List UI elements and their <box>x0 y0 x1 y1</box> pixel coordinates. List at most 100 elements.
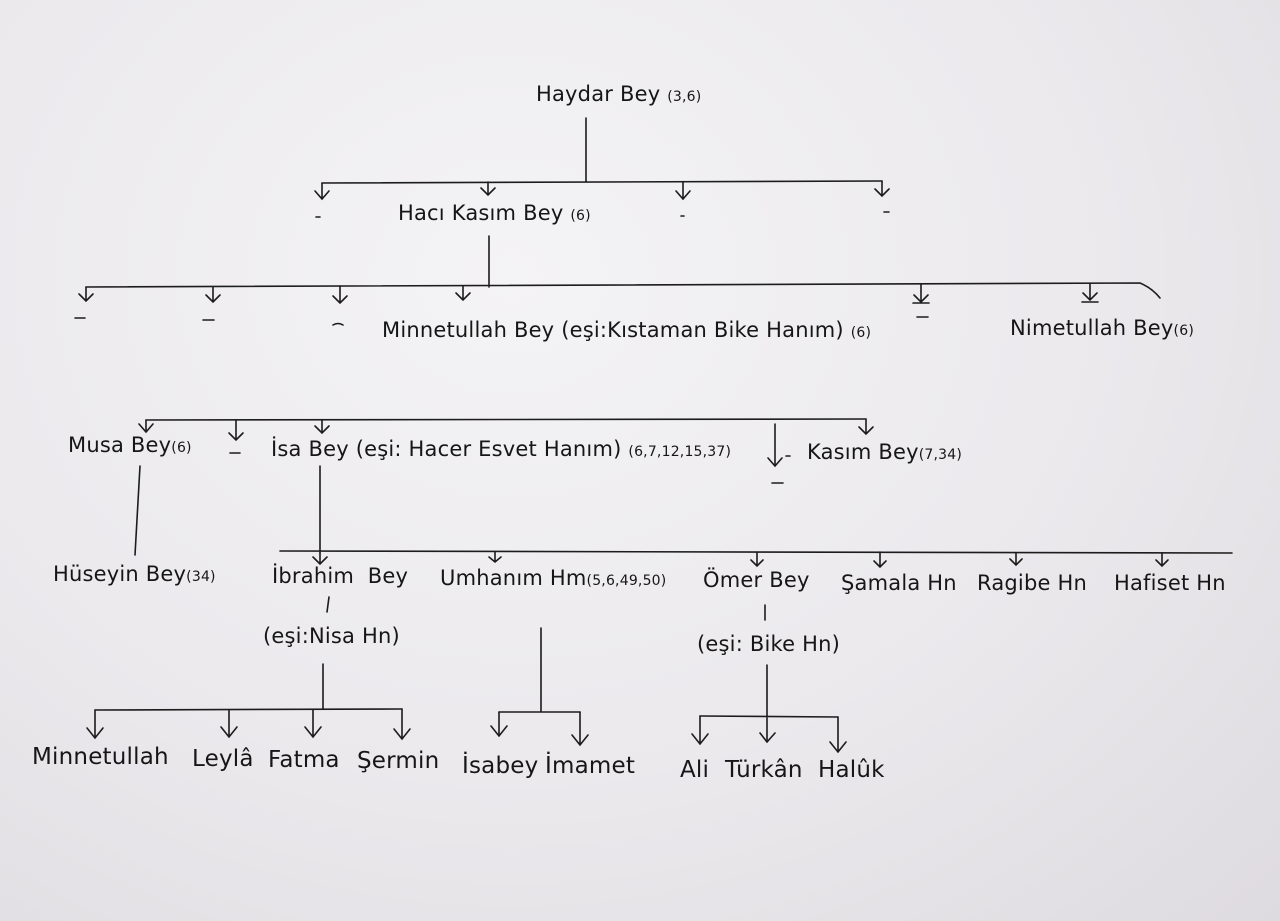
arrow-g4-3 <box>314 419 330 435</box>
connector-umhanim <box>498 627 581 713</box>
arrow-g5-2 <box>488 551 502 564</box>
person-name: İsa Bey (eşi: Hacer Esvet Hanım) <box>271 437 622 461</box>
spouse-nisa-hn: (eşi:Nisa Hn) <box>263 624 400 648</box>
reference-numbers: (6,7,12,15,37) <box>628 444 732 460</box>
arrow-g6-6 <box>571 711 589 747</box>
arrow-g2-2 <box>480 181 496 197</box>
connector-minnetullah <box>145 418 867 421</box>
reference-numbers: (34) <box>186 569 216 585</box>
person-sermin: Şermin <box>357 748 439 774</box>
arrow-g3-3 <box>332 285 348 305</box>
arrow-g5-5 <box>1009 552 1023 567</box>
arrow-g3-1 <box>78 286 94 303</box>
person-ali: Ali <box>680 757 709 783</box>
person-ragibe-hn: Ragibe Hn <box>977 571 1087 595</box>
reference-numbers: (6) <box>1173 323 1194 339</box>
connector-omer <box>699 664 839 741</box>
arrow-g2-3 <box>675 181 691 201</box>
person-kasim-bey: Kasım Bey(7,34) <box>807 440 962 467</box>
arrow-g5-4 <box>873 551 887 569</box>
person-name: Hafiset Hn <box>1114 571 1226 595</box>
person-name: Musa Bey <box>68 433 172 457</box>
person-haci-kasim-bey: Hacı Kasım Bey (6) <box>398 201 591 228</box>
arrow-g2-4 <box>874 180 890 198</box>
person-turkan: Türkân <box>725 757 803 783</box>
person-name: İsabey <box>462 753 539 779</box>
arrow-g6-4 <box>393 708 411 741</box>
person-name: Minnetullah Bey (eşi:Kıstaman Bike Hanım… <box>382 318 844 342</box>
person-musa-bey: Musa Bey(6) <box>68 433 192 460</box>
person-imamet: İmamet <box>545 753 635 779</box>
person-name: İbrahim Bey <box>272 564 409 588</box>
person-name: Türkân <box>725 757 803 783</box>
person-name: Şamala Hn <box>841 571 957 595</box>
arrow-g6-3 <box>304 709 322 739</box>
arrow-g5-1 <box>312 552 328 566</box>
person-name: Halûk <box>818 757 885 783</box>
person-name: Kasım Bey <box>807 440 919 464</box>
reference-numbers: (7,34) <box>918 447 963 463</box>
person-name: Leylâ <box>192 746 254 772</box>
connector-ibrahim <box>94 663 403 711</box>
arrow-g2-1 <box>314 182 330 201</box>
person-name: Hüseyin Bey <box>53 562 187 586</box>
person-name: Ömer Bey <box>703 568 810 592</box>
person-name: Nimetullah Bey <box>1010 316 1174 340</box>
person-isabey: İsabey <box>462 753 538 779</box>
connector-haci-kasim <box>85 235 1161 299</box>
person-hafiset-hn: Hafiset Hn <box>1114 571 1226 595</box>
person-name: Ali <box>680 757 710 783</box>
person-name: Hacı Kasım Bey <box>398 201 564 225</box>
person-name: Haydar Bey <box>536 82 661 106</box>
dash-g3 <box>74 316 929 326</box>
spouse-name: (eşi:Nisa Hn) <box>263 624 400 648</box>
arrow-g3-6 <box>1081 283 1099 303</box>
connector-isa <box>279 465 1233 554</box>
person-minnetullah: Minnetullah <box>32 744 169 770</box>
spouse-name: (eşi: Bike Hn) <box>697 632 840 656</box>
dash-g2 <box>315 211 890 218</box>
person-haluk: Halûk <box>818 757 885 783</box>
arrow-g3-5 <box>912 283 930 304</box>
reference-numbers: (6) <box>850 325 872 341</box>
reference-numbers: (6) <box>570 208 591 224</box>
arrow-g4-2 <box>228 419 244 442</box>
arrow-g4-5 <box>858 418 874 436</box>
arrow-g6-2 <box>220 709 238 739</box>
person-fatma: Fatma <box>268 747 340 773</box>
person-name: İmamet <box>545 753 636 779</box>
person-name: Minnetullah <box>32 744 169 770</box>
arrow-g3-2 <box>205 286 221 304</box>
connector-haydar <box>321 117 883 184</box>
person-samala-hn: Şamala Hn <box>841 571 957 595</box>
person-haydar-bey: Haydar Bey (3,6) <box>536 82 701 109</box>
reference-numbers: (3,6) <box>667 89 702 105</box>
arrow-g6-9 <box>829 716 847 754</box>
arrow-g3-4 <box>455 285 471 302</box>
person-name: Ragibe Hn <box>977 571 1087 595</box>
spouse-bike-hn: (eşi: Bike Hn) <box>697 632 840 656</box>
connector-ibrahim-spouse <box>326 596 330 613</box>
person-name: Umhanım Hm <box>440 566 587 590</box>
reference-numbers: (5,6,49,50) <box>586 573 667 589</box>
dash-g4 <box>229 452 791 484</box>
person-isa-bey: İsa Bey (eşi: Hacer Esvet Hanım) (6,7,12… <box>271 437 731 464</box>
person-umhanim-hm: Umhanım Hm(5,6,49,50) <box>440 566 666 593</box>
arrow-g6-8 <box>759 732 776 744</box>
person-ibrahim-bey: İbrahim Bey <box>272 564 408 588</box>
person-minnetullah-bey: Minnetullah Bey (eşi:Kıstaman Bike Hanım… <box>382 318 871 345</box>
person-nimetullah-bey: Nimetullah Bey(6) <box>1010 316 1194 343</box>
person-name: Fatma <box>268 747 340 773</box>
reference-numbers: (6) <box>171 440 192 456</box>
arrow-g5-6 <box>1155 552 1169 568</box>
arrow-g6-5 <box>490 711 508 738</box>
arrow-g4-4 <box>767 423 783 468</box>
person-name: Şermin <box>357 748 440 774</box>
arrow-g6-1 <box>86 709 104 740</box>
arrow-g6-7 <box>691 715 709 746</box>
person-omer-bey: Ömer Bey <box>703 568 810 592</box>
connector-musa <box>134 465 141 556</box>
arrow-g5-3 <box>750 551 764 568</box>
